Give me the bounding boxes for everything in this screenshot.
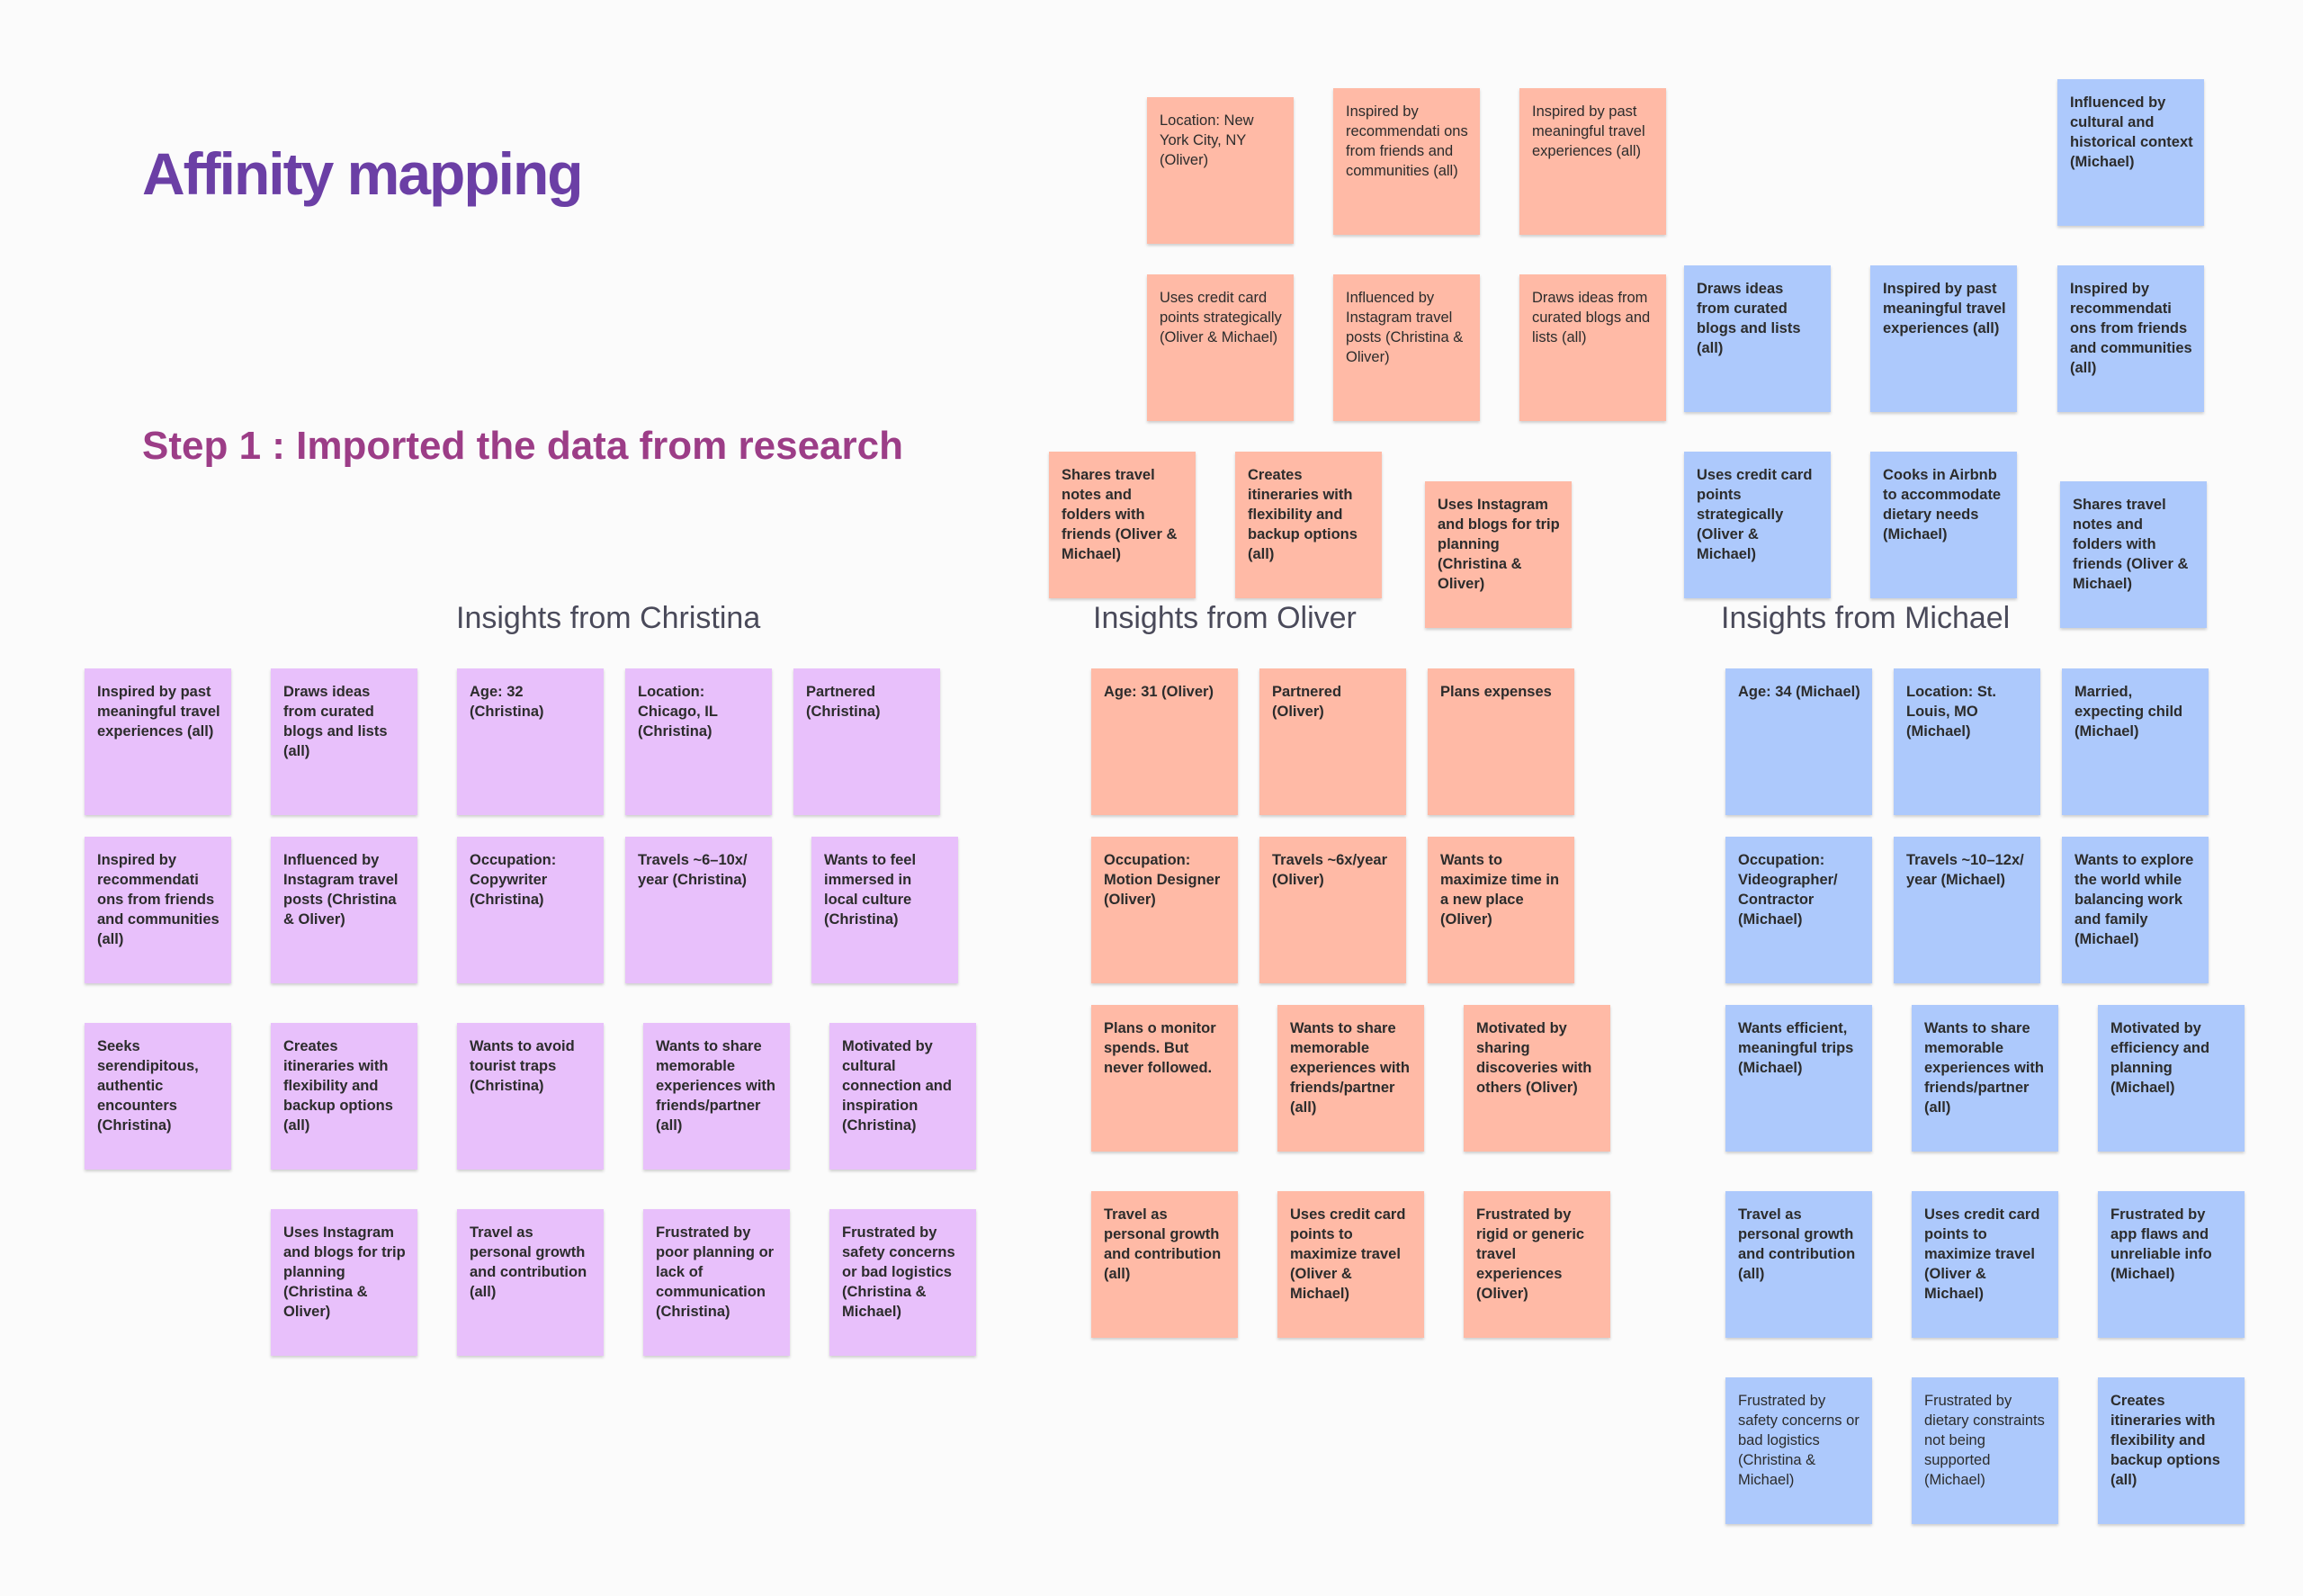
sticky-note[interactable]: Motivated by efficiency and planning (Mi…: [2098, 1005, 2245, 1152]
sticky-note[interactable]: Creates itineraries with flexibility and…: [271, 1023, 417, 1170]
sticky-note[interactable]: Plans o monitor spends. But never follow…: [1091, 1005, 1238, 1152]
section-heading-michael: Insights from Michael: [1721, 601, 2011, 635]
sticky-note[interactable]: Wants to explore the world while balanci…: [2062, 837, 2209, 983]
sticky-note[interactable]: Travels ~6–10x/ year (Christina): [625, 837, 772, 983]
sticky-note[interactable]: Occupation: Motion Designer (Oliver): [1091, 837, 1238, 983]
sticky-note[interactable]: Draws ideas from curated blogs and lists…: [1519, 274, 1666, 421]
sticky-note[interactable]: Wants to share memorable experiences wit…: [643, 1023, 790, 1170]
sticky-note[interactable]: Travel as personal growth and contributi…: [1091, 1191, 1238, 1338]
sticky-note[interactable]: Shares travel notes and folders with fri…: [2060, 481, 2207, 628]
sticky-note[interactable]: Inspired by past meaningful travel exper…: [1519, 88, 1666, 235]
sticky-note[interactable]: Frustrated by app flaws and unreliable i…: [2098, 1191, 2245, 1338]
sticky-note[interactable]: Inspired by past meaningful travel exper…: [1870, 265, 2017, 412]
sticky-note[interactable]: Location: Chicago, IL (Christina): [625, 668, 772, 815]
sticky-note[interactable]: Travel as personal growth and contributi…: [457, 1209, 604, 1356]
sticky-note[interactable]: Wants to share memorable experiences wit…: [1912, 1005, 2058, 1152]
sticky-note[interactable]: Frustrated by rigid or generic travel ex…: [1464, 1191, 1610, 1338]
sticky-note[interactable]: Uses credit card points to maximize trav…: [1277, 1191, 1424, 1338]
sticky-note[interactable]: Wants to feel immersed in local culture …: [811, 837, 958, 983]
sticky-note[interactable]: Inspired by past meaningful travel exper…: [85, 668, 231, 815]
sticky-note[interactable]: Married, expecting child (Michael): [2062, 668, 2209, 815]
sticky-note[interactable]: Wants to share memorable experiences wit…: [1277, 1005, 1424, 1152]
sticky-note[interactable]: Wants to maximize time in a new place (O…: [1428, 837, 1574, 983]
sticky-note[interactable]: Travels ~6x/year (Oliver): [1259, 837, 1406, 983]
sticky-note[interactable]: Partnered (Oliver): [1259, 668, 1406, 815]
sticky-note[interactable]: Frustrated by safety concerns or bad log…: [829, 1209, 976, 1356]
sticky-note[interactable]: Frustrated by safety concerns or bad log…: [1725, 1377, 1872, 1524]
sticky-note[interactable]: Partnered (Christina): [793, 668, 940, 815]
sticky-note[interactable]: Uses credit card points strategically (O…: [1684, 452, 1831, 598]
sticky-note[interactable]: Location: New York City, NY (Oliver): [1147, 97, 1294, 244]
sticky-note[interactable]: Travel as personal growth and contributi…: [1725, 1191, 1872, 1338]
step-subtitle: Step 1 : Imported the data from research: [142, 424, 903, 468]
sticky-note[interactable]: Creates itineraries with flexibility and…: [1235, 452, 1382, 598]
sticky-note[interactable]: Frustrated by poor planning or lack of c…: [643, 1209, 790, 1356]
sticky-note[interactable]: Uses credit card points to maximize trav…: [1912, 1191, 2058, 1338]
sticky-note[interactable]: Seeks serendipitous, authentic encounter…: [85, 1023, 231, 1170]
sticky-note[interactable]: Motivated by sharing discoveries with ot…: [1464, 1005, 1610, 1152]
sticky-note[interactable]: Draws ideas from curated blogs and lists…: [271, 668, 417, 815]
sticky-note[interactable]: Age: 34 (Michael): [1725, 668, 1872, 815]
sticky-note[interactable]: Occupation: Videographer/ Contractor (Mi…: [1725, 837, 1872, 983]
sticky-note[interactable]: Inspired by recommendati ons from friend…: [85, 837, 231, 983]
sticky-note[interactable]: Creates itineraries with flexibility and…: [2098, 1377, 2245, 1524]
sticky-note[interactable]: Wants efficient, meaningful trips (Micha…: [1725, 1005, 1872, 1152]
sticky-note[interactable]: Cooks in Airbnb to accommodate dietary n…: [1870, 452, 2017, 598]
sticky-note[interactable]: Wants to avoid tourist traps (Christina): [457, 1023, 604, 1170]
sticky-note[interactable]: Influenced by cultural and historical co…: [2057, 79, 2204, 226]
sticky-note[interactable]: Travels ~10–12x/ year (Michael): [1894, 837, 2040, 983]
sticky-note[interactable]: Frustrated by dietary constraints not be…: [1912, 1377, 2058, 1524]
sticky-note[interactable]: Location: St. Louis, MO (Michael): [1894, 668, 2040, 815]
sticky-note[interactable]: Age: 31 (Oliver): [1091, 668, 1238, 815]
section-heading-christina: Insights from Christina: [456, 601, 761, 635]
sticky-note[interactable]: Motivated by cultural connection and ins…: [829, 1023, 976, 1170]
sticky-note[interactable]: Occupation: Copywriter (Christina): [457, 837, 604, 983]
sticky-note[interactable]: Plans expenses: [1428, 668, 1574, 815]
sticky-note[interactable]: Uses credit card points strategically (O…: [1147, 274, 1294, 421]
sticky-note[interactable]: Influenced by Instagram travel posts (Ch…: [271, 837, 417, 983]
sticky-note[interactable]: Uses Instagram and blogs for trip planni…: [271, 1209, 417, 1356]
sticky-note[interactable]: Uses Instagram and blogs for trip planni…: [1425, 481, 1572, 628]
sticky-note[interactable]: Inspired by recommendati ons from friend…: [1333, 88, 1480, 235]
section-heading-oliver: Insights from Oliver: [1093, 601, 1357, 635]
board-title: Affinity mapping: [142, 140, 584, 207]
sticky-note[interactable]: Draws ideas from curated blogs and lists…: [1684, 265, 1831, 412]
sticky-note[interactable]: Age: 32 (Christina): [457, 668, 604, 815]
sticky-note[interactable]: Influenced by Instagram travel posts (Ch…: [1333, 274, 1480, 421]
sticky-note[interactable]: Shares travel notes and folders with fri…: [1049, 452, 1196, 598]
sticky-note[interactable]: Inspired by recommendati ons from friend…: [2057, 265, 2204, 412]
